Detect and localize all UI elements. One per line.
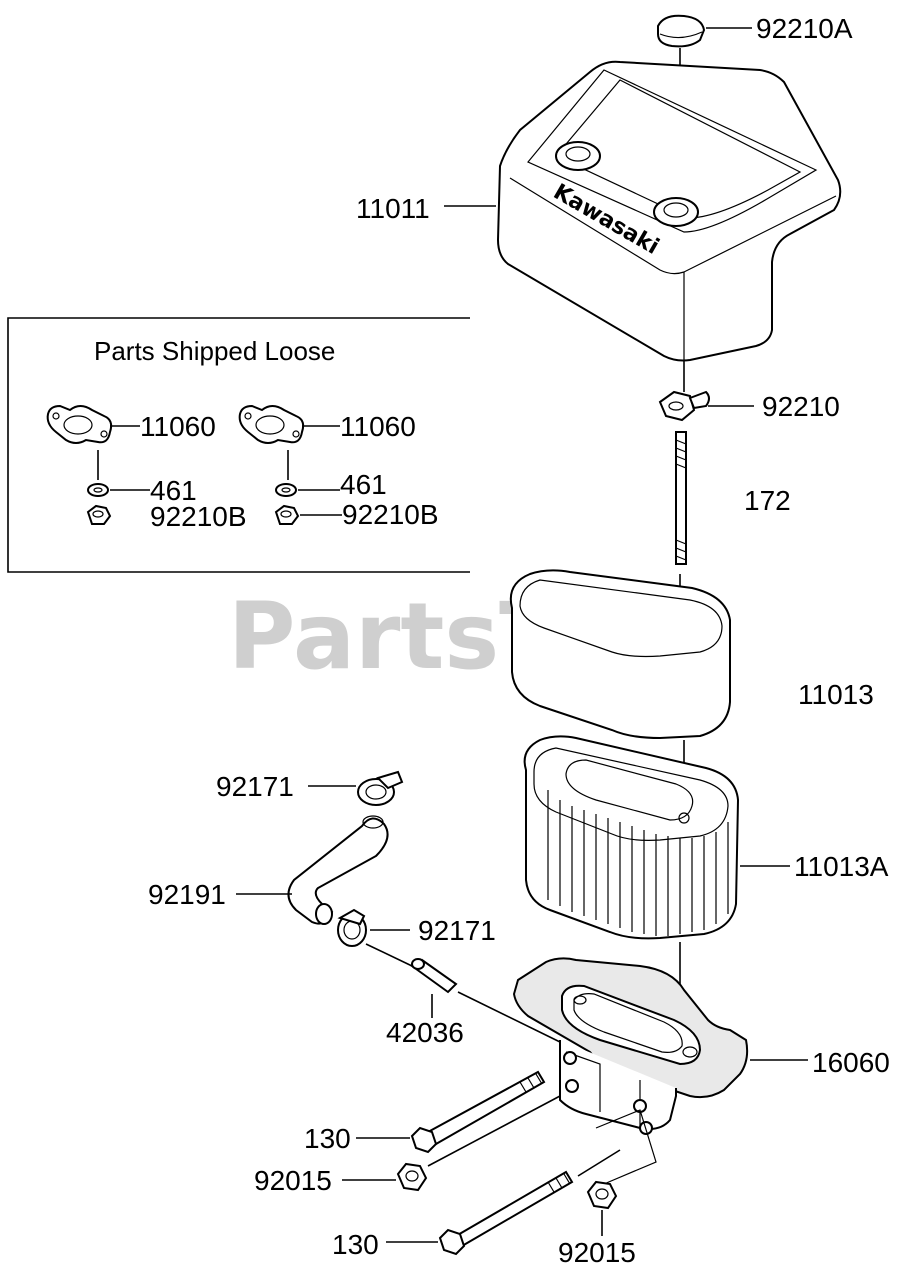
filter-element-11013A[interactable] [523, 735, 740, 940]
nut-92210B-left[interactable] [86, 504, 112, 525]
label-172: 172 [744, 485, 791, 516]
knob-92210A[interactable] [657, 14, 706, 48]
stud-172[interactable] [675, 431, 687, 565]
pre-cleaner-11013[interactable] [509, 569, 731, 740]
label-130-bottom: 130 [332, 1229, 379, 1260]
washer-461-right[interactable] [275, 483, 297, 497]
label-92210A: 92210A [756, 13, 853, 44]
nut-92015-bottom[interactable] [586, 1180, 618, 1210]
air-cleaner-base-16060[interactable] [512, 957, 749, 1135]
bolt-130-top[interactable] [410, 1070, 546, 1154]
label-92015-left: 92015 [254, 1165, 332, 1196]
wing-nut-92210[interactable] [658, 390, 710, 422]
label-92210: 92210 [762, 391, 840, 422]
breather-pipe-42036[interactable] [410, 958, 458, 994]
label-92210B-left: 92210B [150, 501, 247, 532]
air-cleaner-cover-11011[interactable]: Kawasaki [496, 60, 842, 362]
parts-shipped-loose-box: Parts Shipped Loose 11060 461 92210B [7, 317, 470, 573]
gasket-11060-right[interactable] [238, 404, 305, 444]
label-11011: 11011 [356, 193, 430, 224]
label-92191: 92191 [148, 879, 226, 910]
label-92171-top: 92171 [216, 771, 294, 802]
label-11060-right: 11060 [340, 411, 416, 442]
nut-92015-left[interactable] [396, 1162, 428, 1192]
label-11013A: 11013A [794, 851, 889, 882]
label-16060: 16060 [812, 1047, 890, 1078]
breather-hose-92191[interactable] [287, 815, 389, 925]
washer-461-left[interactable] [87, 483, 109, 497]
label-92171-bottom: 92171 [418, 915, 496, 946]
hose-clamp-92171-top[interactable] [357, 770, 404, 806]
label-461-right: 461 [340, 469, 387, 500]
bolt-130-bottom[interactable] [438, 1170, 574, 1256]
label-130-top: 130 [304, 1123, 351, 1154]
label-42036: 42036 [386, 1017, 464, 1048]
loose-box-title: Parts Shipped Loose [94, 336, 335, 366]
label-11060-left: 11060 [140, 411, 216, 442]
label-11013: 11013 [798, 679, 874, 710]
nut-92210B-right[interactable] [274, 504, 300, 525]
label-92210B-right: 92210B [342, 499, 439, 530]
label-92015-bottom: 92015 [558, 1237, 636, 1268]
gasket-11060-left[interactable] [46, 404, 113, 444]
label-461-left: 461 [150, 475, 197, 506]
hose-clamp-92171-bottom[interactable] [337, 908, 367, 947]
